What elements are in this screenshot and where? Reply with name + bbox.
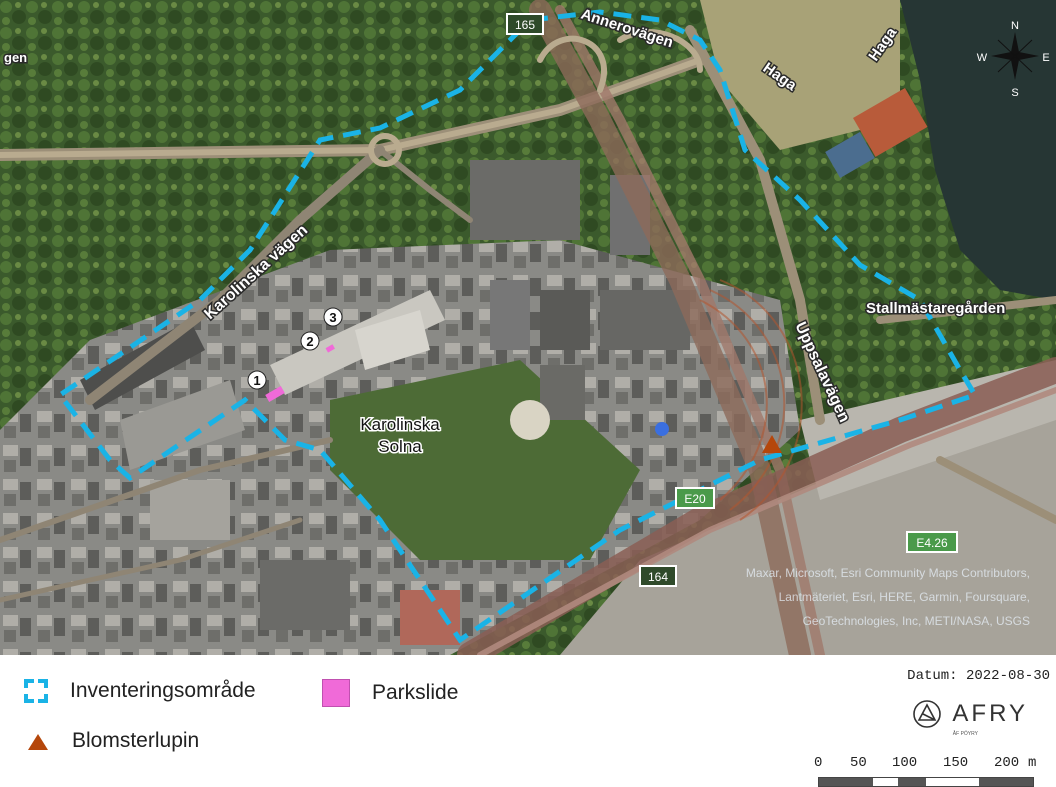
legend-label-inventory: Inventeringsområde <box>70 679 256 702</box>
scale-unit: m <box>1028 755 1037 771</box>
satellite-map[interactable]: gen Annerovägen Haga Haga Karolinska väg… <box>0 0 1056 655</box>
building <box>260 560 350 630</box>
svg-text:165: 165 <box>515 18 535 32</box>
attribution-line-2: Lantmäteriet, Esri, HERE, Garmin, Foursq… <box>779 590 1030 604</box>
building <box>355 310 430 370</box>
tennis-court <box>853 87 928 157</box>
blue-point-marker[interactable] <box>655 422 669 436</box>
compass-s: S <box>1011 87 1018 99</box>
svg-text:E4.26: E4.26 <box>916 536 948 550</box>
compass-e: E <box>1042 52 1049 64</box>
afry-mark-icon <box>913 700 942 728</box>
scale-tick-100: 100 <box>892 755 918 771</box>
parkslide-swatch-icon <box>322 679 350 707</box>
site-marker-3[interactable]: 3 <box>323 307 343 327</box>
building <box>150 480 230 540</box>
map-legend: Inventeringsområde Parkslide Blomsterlup… <box>0 657 1056 787</box>
afry-logo: AFRY <box>912 699 1028 729</box>
attribution-line-1: Maxar, Microsoft, Esri Community Maps Co… <box>746 566 1030 580</box>
compass-rose: N S E W <box>977 20 1050 99</box>
lake-water <box>900 0 1056 300</box>
svg-text:164: 164 <box>648 570 668 584</box>
field-area <box>700 0 900 150</box>
compass-n: N <box>1011 20 1019 32</box>
scale-bar-segments <box>818 777 1034 787</box>
building <box>540 290 590 350</box>
building <box>600 290 690 350</box>
legend-item-inventory: Inventeringsområde <box>24 679 256 703</box>
sports-court <box>825 132 875 178</box>
afry-wordmark: AFRY <box>952 700 1028 727</box>
afry-subtitle: ÅF PÖYRY <box>952 731 978 737</box>
svg-text:3: 3 <box>329 310 336 325</box>
inventory-boundary <box>56 9 979 644</box>
parkslide-patch-1 <box>265 386 285 402</box>
compass-w: W <box>977 52 988 64</box>
building <box>120 380 245 470</box>
dashed-boundary-icon <box>24 679 48 703</box>
scale-tick-150: 150 <box>943 755 969 771</box>
legend-item-parkslide: Parkslide <box>322 679 458 707</box>
svg-text:1: 1 <box>253 373 260 388</box>
svg-text:E20: E20 <box>684 492 706 506</box>
legend-item-lupin: Blomsterlupin <box>26 729 199 753</box>
road-network <box>0 0 1056 655</box>
road-label-stallmastaregarden: Stallmästaregården <box>866 300 1005 317</box>
plaza <box>510 400 550 440</box>
legend-label-lupin: Blomsterlupin <box>72 729 200 752</box>
route-shield-e20: E20 <box>675 487 715 509</box>
route-shield-164: 164 <box>639 565 677 587</box>
place-label-line-1: Karolinska <box>360 415 440 434</box>
map-canvas: gen Annerovägen Haga Haga Karolinska väg… <box>0 0 1056 655</box>
building <box>490 280 530 350</box>
triangle-icon <box>26 729 50 753</box>
scale-tick-50: 50 <box>850 755 867 771</box>
map-date: Datum: 2022-08-30 <box>907 668 1050 684</box>
scale-bar: 0 50 100 150 200 m <box>812 755 1042 787</box>
parkslide-patch-2 <box>325 344 335 353</box>
blomsterlupin-marker[interactable] <box>762 435 782 453</box>
building <box>470 160 580 240</box>
road-label-vagen: gen <box>4 50 27 65</box>
place-label-line-2: Solna <box>378 437 422 456</box>
site-marker-1[interactable]: 1 <box>247 370 267 390</box>
site-marker-2[interactable]: 2 <box>300 331 320 351</box>
tunnel-arcs <box>699 279 803 521</box>
scale-tick-200: 200 <box>994 755 1020 771</box>
attribution-line-3: GeoTechnologies, Inc, METI/NASA, USGS <box>803 614 1030 628</box>
scale-tick-0: 0 <box>814 755 823 771</box>
legend-label-parkslide: Parkslide <box>372 681 459 704</box>
svg-text:2: 2 <box>306 334 313 349</box>
route-shield-165: 165 <box>506 13 544 35</box>
route-shield-e4-26: E4.26 <box>906 531 958 553</box>
